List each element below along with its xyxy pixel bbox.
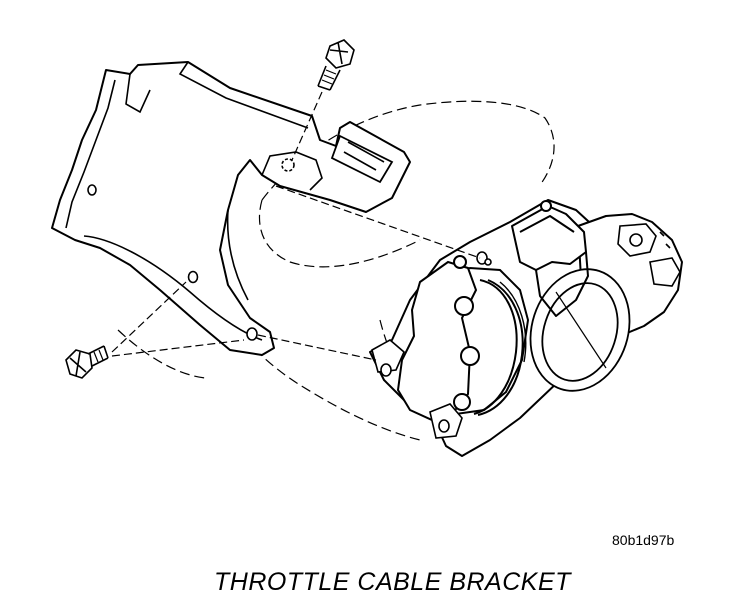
figure-part-code: 80b1d97b	[612, 532, 675, 548]
lower-bolt-centerline-lower	[111, 339, 245, 357]
lower-bolt-centerline-upper	[111, 281, 187, 353]
lower-bolt	[65, 345, 109, 379]
flange-bosses	[617, 223, 681, 287]
throttle-body-mount-bosses	[371, 251, 492, 439]
figure-caption: THROTTLE CABLE BRACKET	[214, 568, 571, 596]
throttle-cable-bracket	[51, 61, 411, 356]
upper-bolt-centerline	[291, 91, 323, 161]
alignment-lines	[257, 185, 481, 361]
throttle-bore	[529, 268, 631, 392]
actuator-block	[511, 200, 589, 317]
bracket-details	[65, 61, 394, 341]
throttle-lever	[396, 255, 480, 422]
upper-bolt	[317, 39, 355, 91]
bracket-mounting-holes	[87, 158, 295, 341]
